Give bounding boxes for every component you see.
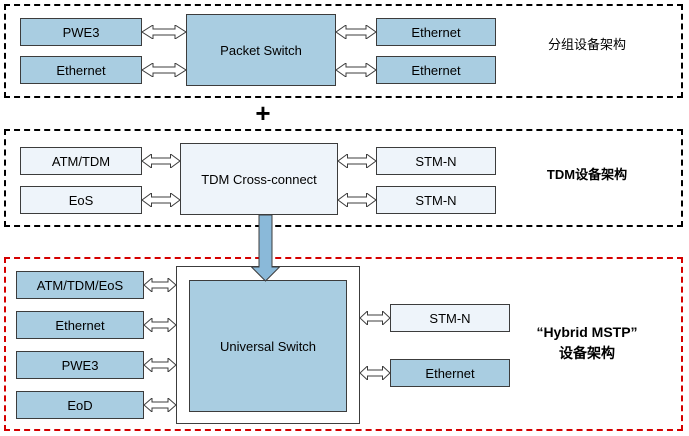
eod-box: EoD — [16, 391, 144, 419]
ethernet-box: Ethernet — [376, 18, 496, 46]
stm-n-box: STM-N — [390, 304, 510, 332]
ethernet-box: Ethernet — [376, 56, 496, 84]
plus-symbol: + — [255, 98, 271, 128]
stm-n-box: STM-N — [376, 147, 496, 175]
ethernet-box: Ethernet — [16, 311, 144, 339]
universal-switch-box: Universal Switch — [189, 280, 347, 412]
tdm-cross-connect-box: TDM Cross-connect — [180, 143, 338, 215]
hybrid-mstp-label-line1: “Hybrid MSTP” — [536, 324, 638, 340]
packet-switch-box: Packet Switch — [186, 14, 336, 86]
hybrid-mstp-label-line2: 设备架构 — [559, 345, 615, 361]
stm-n-box: STM-N — [376, 186, 496, 214]
hybrid-mstp-architecture-label: “Hybrid MSTP” 设备架构 — [497, 322, 677, 364]
atm-tdm-eos-box: ATM/TDM/EoS — [16, 271, 144, 299]
atm-tdm-box: ATM/TDM — [20, 147, 142, 175]
ethernet-box: Ethernet — [390, 359, 510, 387]
pwe3-box: PWE3 — [20, 18, 142, 46]
packet-architecture-label: 分组设备架构 — [547, 37, 626, 52]
tdm-architecture-label: TDM设备架构 — [546, 167, 628, 182]
pwe3-box: PWE3 — [16, 351, 144, 379]
ethernet-box: Ethernet — [20, 56, 142, 84]
eos-box: EoS — [20, 186, 142, 214]
